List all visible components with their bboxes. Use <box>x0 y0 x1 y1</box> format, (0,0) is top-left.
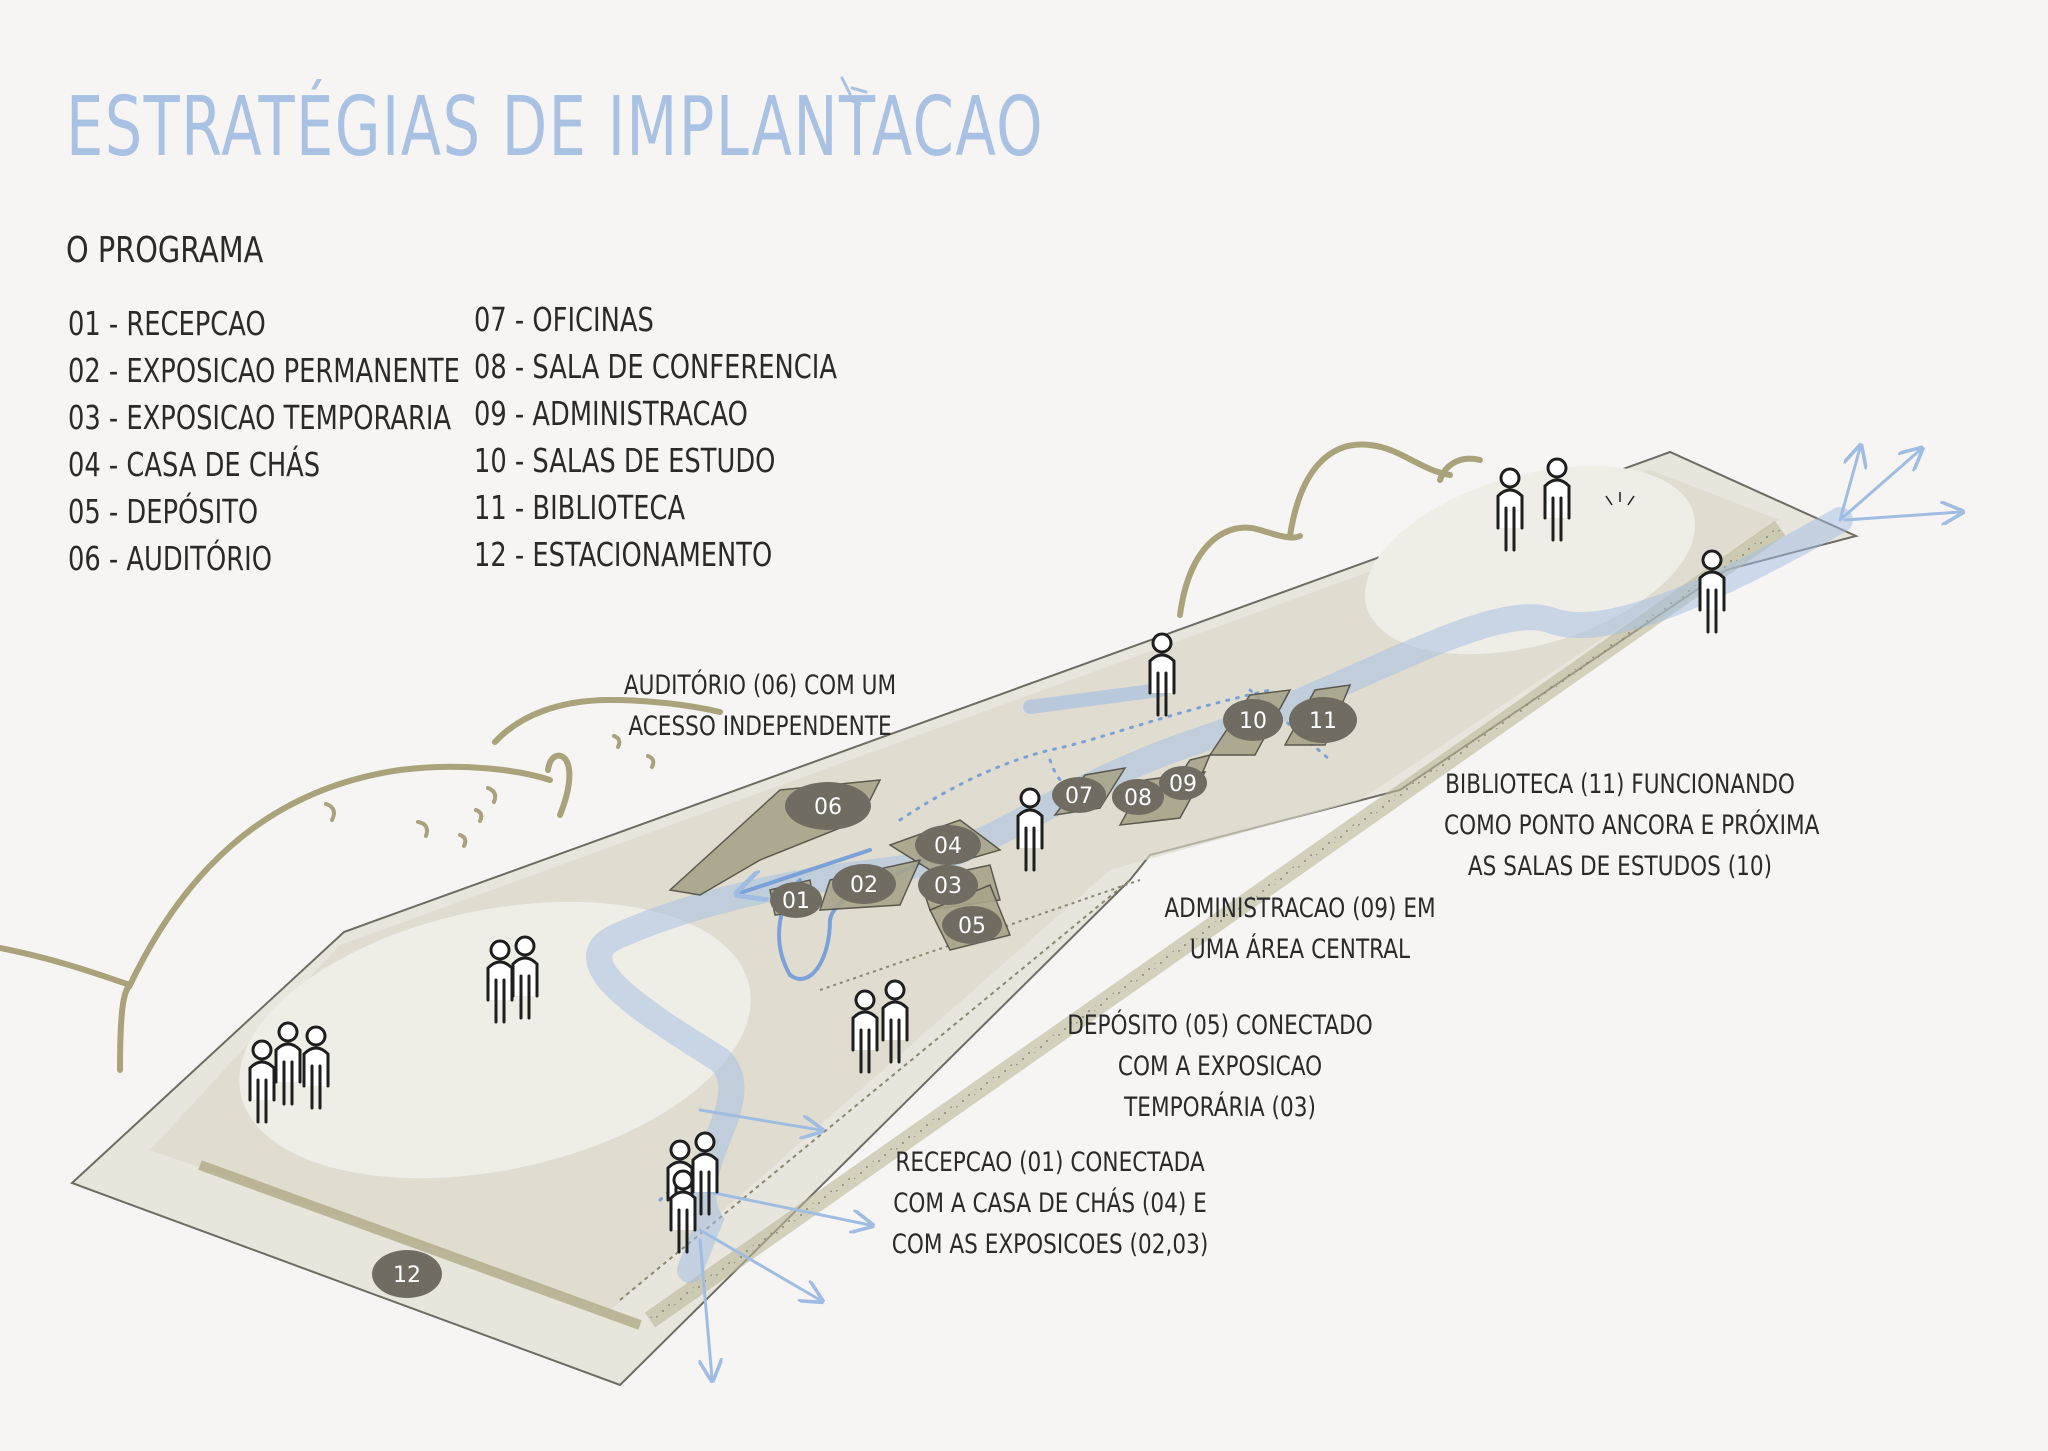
person-icon <box>1148 632 1176 717</box>
note-biblioteca-line-2: COMO PONTO ANCORA E PRÓXIMA <box>1444 810 1820 841</box>
svg-text:07: 07 <box>1065 784 1093 809</box>
svg-text:08: 08 <box>1124 786 1152 811</box>
shrub-marks <box>324 734 656 848</box>
note-biblioteca: BIBLIOTECA (11) FUNCIONANDO COMO PONTO A… <box>1444 764 1820 887</box>
svg-text:10: 10 <box>1239 709 1267 734</box>
note-administracao-line-2: UMA ÁREA CENTRAL <box>1189 934 1411 965</box>
building-label-10: 10 <box>1223 699 1283 741</box>
note-deposito-line-2: COM A EXPOSICAO <box>1117 1051 1323 1082</box>
program-heading: O PROGRAMA <box>66 230 264 271</box>
person-icon <box>1543 457 1571 542</box>
program-item-02: 02 - EXPOSICAO PERMANENTE <box>68 351 460 390</box>
program-item-12: 12 - ESTACIONAMENTO <box>474 535 773 574</box>
person-icon <box>302 1025 330 1110</box>
building-label-05: 05 <box>942 906 1002 944</box>
note-administracao-line-1: ADMINISTRACAO (09) EM <box>1164 893 1436 924</box>
svg-text:12: 12 <box>393 1263 421 1288</box>
building-label-02: 02 <box>832 864 896 904</box>
note-deposito: DEPÓSITO (05) CONECTADO COM A EXPOSICAO … <box>1060 1005 1380 1128</box>
note-recepcao: RECEPCAO (01) CONECTADA COM A CASA DE CH… <box>890 1142 1210 1265</box>
program-list-right: 07 - OFICINAS 08 - SALA DE CONFERENCIA 0… <box>474 296 837 578</box>
svg-text:06: 06 <box>814 795 842 820</box>
program-item-09: 09 - ADMINISTRACAO <box>474 394 748 433</box>
note-auditorio-line-2: ACESSO INDEPENDENTE <box>628 711 892 742</box>
page-title: ESTRATÉGIAS DE IMPLANTACAO <box>66 80 1045 175</box>
program-item-06: 06 - AUDITÓRIO <box>68 539 272 578</box>
note-deposito-line-1: DEPÓSITO (05) CONECTADO <box>1067 1010 1373 1041</box>
person-icon <box>1496 467 1524 552</box>
program-item-07: 07 - OFICINAS <box>474 300 654 339</box>
person-icon <box>669 1169 697 1254</box>
svg-text:01: 01 <box>782 889 810 914</box>
svg-text:11: 11 <box>1309 709 1337 734</box>
svg-text:04: 04 <box>934 834 962 859</box>
building-label-04: 04 <box>915 825 981 865</box>
hill-lines <box>0 441 1483 1073</box>
building-label-03: 03 <box>918 865 978 905</box>
title-spark-icon <box>840 76 868 106</box>
person-icon <box>248 1039 276 1124</box>
person-icon <box>881 979 909 1064</box>
program-item-03: 03 - EXPOSICAO TEMPORARIA <box>68 398 452 437</box>
person-icon <box>1016 787 1044 872</box>
people-figures <box>248 457 1726 1254</box>
program-item-11: 11 - BIBLIOTECA <box>474 488 686 527</box>
svg-text:05: 05 <box>958 914 986 939</box>
program-list-left: 01 - RECEPCAO 02 - EXPOSICAO PERMANENTE … <box>68 300 460 582</box>
building-label-11: 11 <box>1289 697 1357 743</box>
person-icon <box>691 1131 719 1216</box>
note-administracao: ADMINISTRACAO (09) EM UMA ÁREA CENTRAL <box>1148 888 1452 970</box>
note-recepcao-line-2: COM A CASA DE CHÁS (04) E <box>893 1188 1207 1219</box>
program-item-10: 10 - SALAS DE ESTUDO <box>474 441 776 480</box>
sparkle-icon <box>1605 492 1635 506</box>
note-auditorio-line-1: AUDITÓRIO (06) COM UM <box>623 670 897 701</box>
program-item-04: 04 - CASA DE CHÁS <box>68 445 321 484</box>
note-biblioteca-line-1: BIBLIOTECA (11) FUNCIONANDO <box>1445 769 1795 800</box>
note-recepcao-line-1: RECEPCAO (01) CONECTADA <box>895 1147 1205 1178</box>
svg-text:02: 02 <box>850 873 878 898</box>
svg-text:03: 03 <box>934 874 962 899</box>
program-item-05: 05 - DEPÓSITO <box>68 492 259 531</box>
building-label-08: 08 <box>1112 779 1164 815</box>
note-biblioteca-line-3: AS SALAS DE ESTUDOS (10) <box>1467 851 1773 882</box>
note-deposito-line-3: TEMPORÁRIA (03) <box>1124 1092 1316 1123</box>
program-item-08: 08 - SALA DE CONFERENCIA <box>474 347 837 386</box>
building-label-12: 12 <box>372 1250 442 1298</box>
note-recepcao-line-3: COM AS EXPOSICOES (02,03) <box>891 1229 1209 1260</box>
building-label-07: 07 <box>1052 777 1106 813</box>
building-label-06: 06 <box>785 782 871 830</box>
person-icon <box>1698 549 1726 634</box>
svg-text:09: 09 <box>1169 772 1197 797</box>
person-icon <box>274 1021 302 1106</box>
person-icon <box>511 935 539 1020</box>
program-item-01: 01 - RECEPCAO <box>68 304 266 343</box>
building-label-09: 09 <box>1159 766 1207 800</box>
note-auditorio: AUDITÓRIO (06) COM UM ACESSO INDEPENDENT… <box>600 665 920 747</box>
building-label-01: 01 <box>770 882 822 918</box>
person-icon <box>851 989 879 1074</box>
